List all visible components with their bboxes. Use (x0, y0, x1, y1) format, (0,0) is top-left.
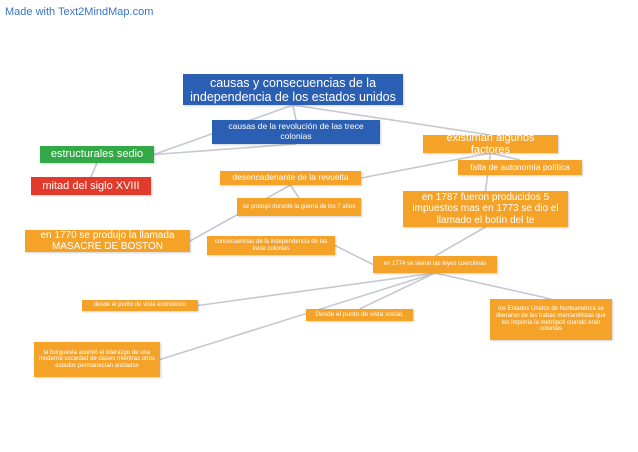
connector-leyes-1774-to-social (359, 272, 436, 310)
connector-root-to-existiman (292, 104, 491, 136)
node-causas-revolucion[interactable]: causas de la revolución de las trece col… (212, 120, 380, 144)
node-root[interactable]: causas y consecuencias de la independenc… (183, 74, 403, 105)
connector-leyes-1774-to-burguesia (159, 272, 436, 361)
connector-estructurales-to-mitad-siglo (90, 162, 98, 178)
node-consecuencias[interactable]: concecuencias de la independencia de las… (207, 236, 335, 255)
connector-existiman-to-desencadenante (360, 152, 491, 179)
node-estructurales[interactable]: estructurales sedio (40, 146, 154, 163)
connector-causas-revolucion-to-estructurales (153, 143, 297, 156)
connector-consecuencias-to-leyes-1774 (334, 244, 374, 266)
node-masacre-1770[interactable]: en 1770 se produjo la llamada MASACRE DE… (25, 230, 190, 252)
node-eeuu-liberaron[interactable]: los Estados Unidos de Norteamérica se li… (490, 299, 612, 340)
node-mitad-siglo[interactable]: mitad del siglo XVIII (31, 177, 151, 195)
node-burguesia[interactable]: la burguesía asumió el liderazgo de una … (34, 342, 160, 377)
connector-leyes-1774-to-eeuu-liberaron (434, 272, 552, 300)
connector-existiman-to-falta-autonomia (490, 152, 521, 161)
node-economico[interactable]: desde el punto de vista económico (82, 300, 198, 311)
node-existiman[interactable]: existiman algunos factores (423, 135, 558, 153)
connector-impuestos-1787-to-leyes-1774 (434, 226, 486, 257)
node-leyes-1774[interactable]: en 1774 se sieron las leyes coercitivas (373, 256, 497, 273)
watermark: Made with Text2MindMap.com (5, 6, 154, 18)
node-guerra-siete[interactable]: se produjo durante la guerra de los 7 añ… (237, 198, 361, 216)
connector-root-to-causas-revolucion (292, 104, 297, 121)
connector-leyes-1774-to-economico (197, 272, 436, 307)
node-desencadenante[interactable]: desencadenante de la revuelta (220, 171, 361, 185)
node-impuestos-1787[interactable]: en 1787 fueron producidos 5 impuestos ma… (403, 191, 568, 227)
node-social[interactable]: Desde el punto de vista social, (306, 309, 413, 321)
node-falta-autonomia[interactable]: falta de autonomía política (458, 160, 582, 175)
connector-desencadenante-to-guerra-siete (289, 184, 300, 199)
